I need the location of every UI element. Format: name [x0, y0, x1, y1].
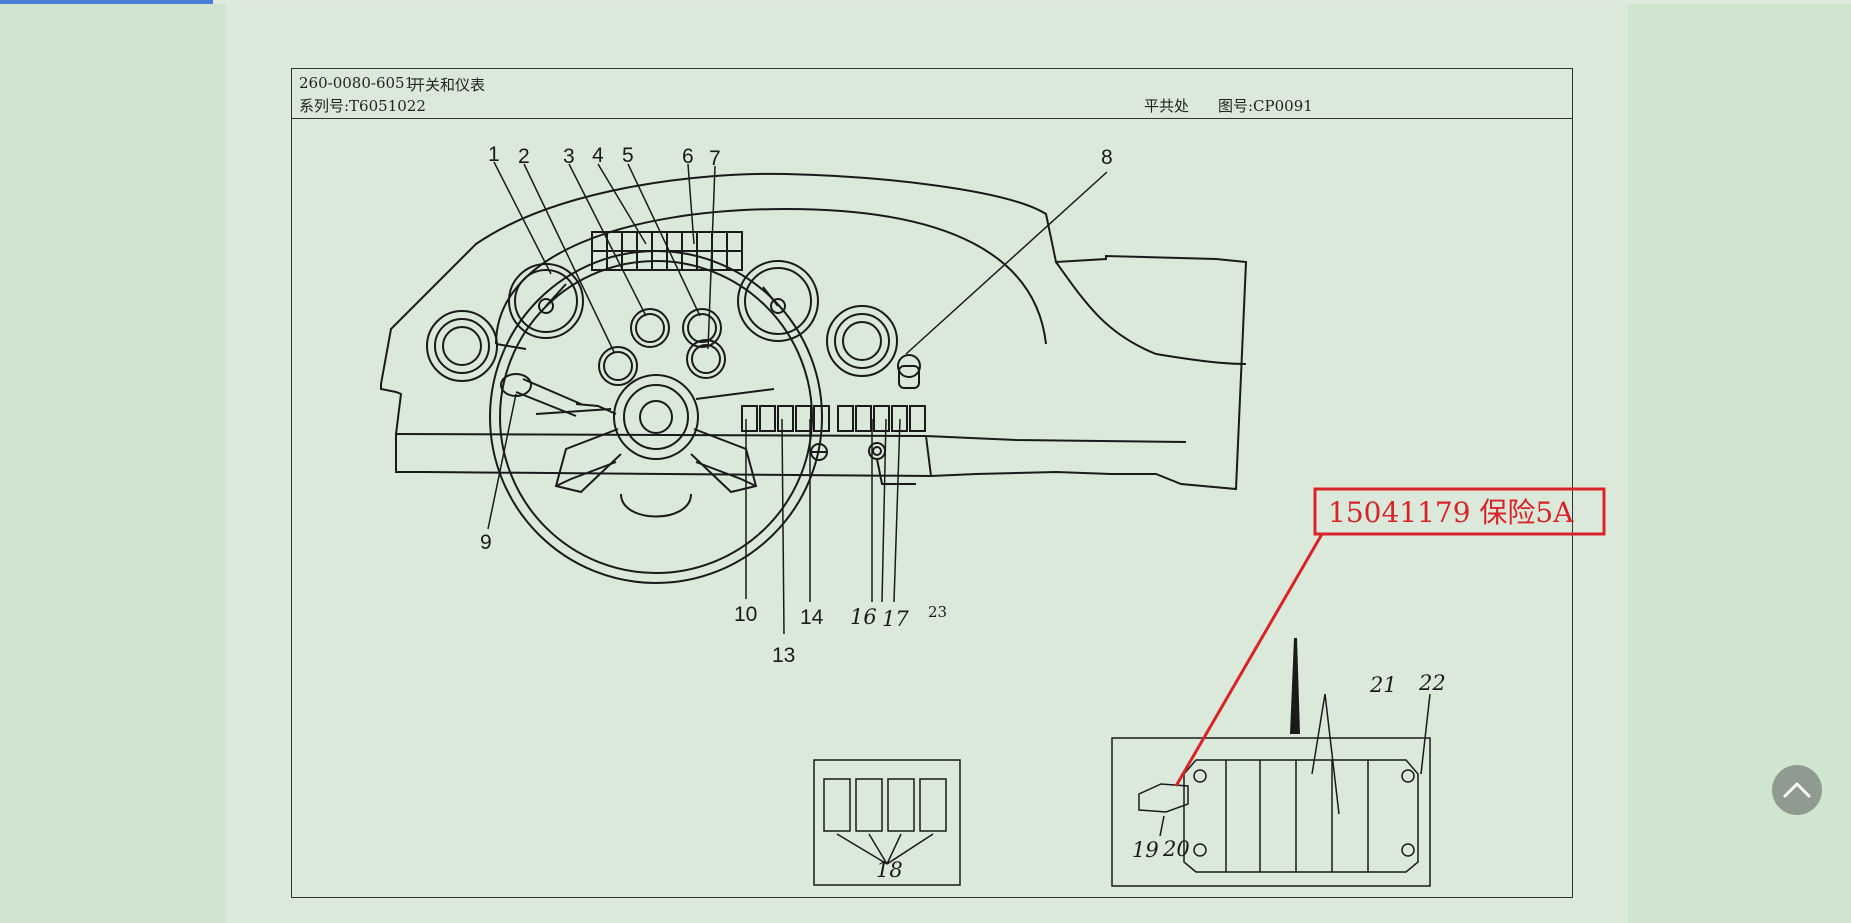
fuse-callout: 15041179 保险5A	[1174, 487, 1606, 787]
label-6: 6	[682, 145, 694, 168]
label-2: 2	[518, 145, 530, 168]
dashboard-outline	[380, 172, 1248, 584]
label-20: 20	[1162, 837, 1190, 861]
label-22: 22	[1418, 671, 1446, 695]
label-9: 9	[480, 531, 492, 554]
label-21: 21	[1369, 673, 1397, 697]
switches-and-gauges-drawing: 15041179 保险5A 1 2 3 4 5 6 7 8 9 10 13 14…	[380, 143, 1606, 887]
fuse-holder-detail	[813, 759, 961, 886]
label-14: 14	[800, 606, 824, 629]
label-1: 1	[488, 143, 500, 166]
document-page: 260-0080-6051 开关和仪表 系列号:T6051022 平共处 图号:…	[226, 4, 1628, 923]
label-23: 23	[928, 603, 947, 621]
part-number: 260-0080-6051	[299, 74, 415, 92]
label-17: 17	[882, 607, 909, 631]
label-7: 7	[709, 147, 721, 170]
label-16: 16	[850, 605, 877, 629]
label-8: 8	[1101, 146, 1113, 169]
antenna-mark	[1290, 638, 1300, 734]
fuse-box-detail	[1111, 693, 1431, 887]
label-18: 18	[876, 858, 903, 882]
location-label: 平共处	[1144, 97, 1190, 115]
label-10: 10	[734, 603, 757, 626]
section-title: 开关和仪表	[410, 76, 486, 94]
label-13: 13	[772, 644, 795, 667]
part-labels: 1 2 3 4 5 6 7 8 9 10 13 14 23	[480, 143, 1113, 667]
header-divider	[292, 118, 1572, 119]
italic-part-labels: 16 17 18 19 20 21 22	[850, 605, 1446, 882]
label-3: 3	[563, 145, 575, 168]
drawing-sheet: 260-0080-6051 开关和仪表 系列号:T6051022 平共处 图号:…	[291, 68, 1573, 898]
scroll-to-top-button[interactable]	[1772, 765, 1822, 815]
label-5: 5	[622, 144, 634, 167]
label-4: 4	[592, 144, 604, 167]
fuse-callout-text: 15041179 保险5A	[1328, 496, 1574, 529]
leader-lines	[487, 161, 1108, 635]
chevron-up-icon	[1783, 782, 1811, 798]
label-19: 19	[1132, 838, 1159, 862]
figure-number: 图号:CP0091	[1218, 97, 1313, 115]
reading-progress-fill	[0, 0, 213, 4]
serial-number: 系列号:T6051022	[299, 97, 426, 115]
reading-progress-bar	[0, 0, 1851, 4]
